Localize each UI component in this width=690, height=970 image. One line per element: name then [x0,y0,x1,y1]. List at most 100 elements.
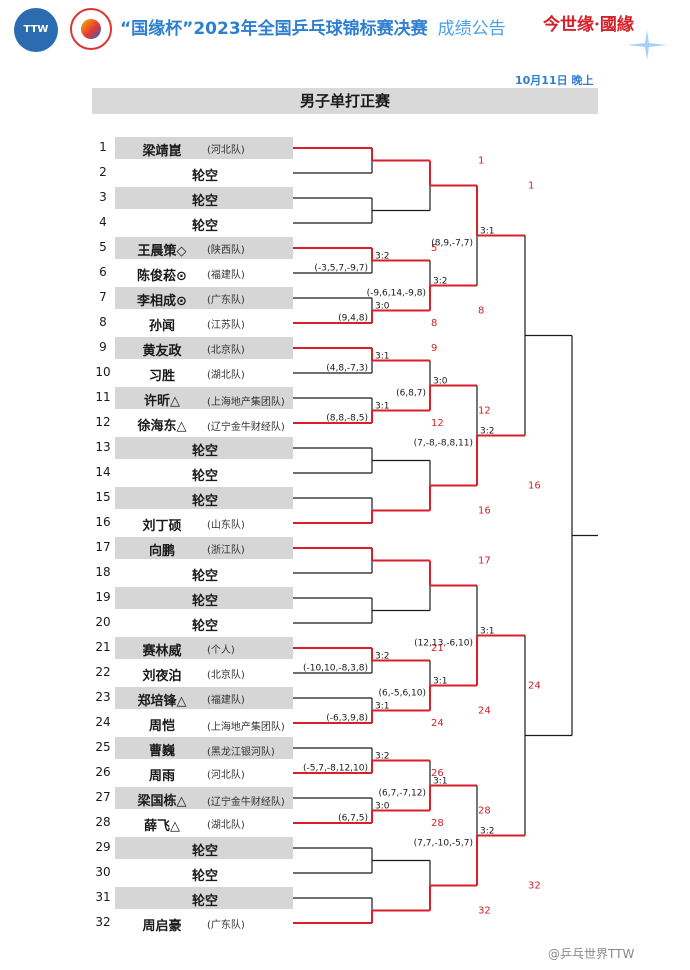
seed-number: 4 [99,215,107,229]
player-row: 周雨(河北队) [115,762,293,784]
match-score: 3:1 [375,702,389,712]
player-name: 梁靖崑 [142,144,182,159]
player-team: (浙江队) [207,545,245,556]
player-row: 周启豪(广东队) [115,912,293,934]
winner-seed: 16 [478,506,491,517]
seed-number: 16 [95,515,111,529]
player-team: (上海地产集团队) [207,722,285,733]
player-name: 习胜 [148,369,175,384]
winner-seed: 16 [528,481,541,492]
player-name: 向鹏 [148,544,175,559]
player-row: 轮空 [115,487,293,509]
player-row: 轮空 [115,587,293,609]
game-scores: (6,7,5) [338,814,368,824]
ttw-logo: TTW [14,8,58,52]
match-score: 3:2 [375,652,389,662]
player-row: 轮空 [115,612,293,634]
seed-number: 20 [95,615,111,629]
winner-seed: 12 [478,406,491,417]
player-team: (湖北队) [207,370,245,381]
seed-number: 22 [95,665,111,679]
game-scores: (-6,3,9,8) [326,714,368,724]
player-row: 习胜 (湖北队) [115,362,293,384]
bye-label: 轮空 [191,869,218,884]
player-name: 孙闻 [148,319,175,334]
player-row: 徐海东△(辽宁金牛财经队) [115,412,293,434]
player-name: 周恺 [148,719,175,734]
player-team: (个人) [207,645,235,656]
header: TTW “国缘杯”2023年全国乒乓球锦标赛决赛成绩公告 今世缘·國緣 [0,0,690,60]
game-scores: (-10,10,-8,3,8) [303,664,368,674]
match-score: 3:2 [480,427,494,437]
match-score: 3:2 [375,252,389,262]
player-row: 曹巍(黑龙江银河队) [115,737,293,759]
player-name: 赛林威 [142,644,182,659]
winner-seed: 9 [431,343,437,354]
match-score: 3:2 [480,827,494,837]
sparkle-icon [627,30,667,60]
player-row: 许昕△(上海地产集团队) [115,387,293,409]
player-row: 轮空 [115,562,293,584]
seed-number: 24 [95,715,111,729]
seed-number: 7 [99,290,107,304]
game-scores: (8,9,-7,7) [431,239,473,249]
player-name: 许昕△ [144,394,180,409]
player-team: (湖北队) [207,820,245,831]
player-name: 刘夜泊 [142,669,182,684]
player-row: 轮空 [115,887,293,909]
player-name: 李相成⊙ [137,294,187,309]
bye-label: 轮空 [191,194,218,209]
page-title: “国缘杯”2023年全国乒乓球锦标赛决赛成绩公告 [120,14,506,39]
player-row: 薛飞△(湖北队) [115,812,293,834]
match-score: 3:0 [433,377,448,387]
player-row: 轮空 [115,187,293,209]
event-banner: 男子单打正赛 [92,88,598,114]
seed-number: 8 [99,315,107,329]
player-row: 轮空 [115,462,293,484]
sponsor-brand: 今世缘·國緣 [543,15,634,35]
winner-seed: 21 [431,643,444,654]
seed-number: 6 [99,265,107,279]
winner-seed: 26 [431,768,444,779]
match-score: 3:1 [375,402,389,412]
player-team: (黑龙江银河队) [207,747,275,758]
player-team: (福建队) [207,695,245,706]
match-score: 3:2 [375,752,389,762]
match-score: 3:1 [433,777,447,787]
player-team: (辽宁金牛财经队) [207,422,285,433]
winner-seed: 24 [478,706,491,717]
seed-number: 14 [95,465,111,479]
title-subtitle: 成绩公告 [437,19,506,39]
seed-number: 32 [95,915,111,929]
player-name: 周启豪 [142,919,182,934]
player-row: 李相成⊙(广东队) [115,287,293,309]
player-row: 刘夜泊 (北京队) [115,662,293,684]
player-name: 郑培锋△ [137,694,187,709]
player-team: (北京队) [207,670,245,681]
seed-number: 26 [95,765,111,779]
game-scores: (-3,5,7,-9,7) [314,264,368,274]
player-name: 陈俊菘⊙ [137,269,187,284]
match-score: 3:0 [375,802,390,812]
seed-number: 30 [95,865,111,879]
player-row: 向鹏 (浙江队) [115,537,293,559]
bye-label: 轮空 [191,494,218,509]
match-score: 3:1 [480,227,494,237]
winner-seed: 24 [528,681,541,692]
player-row: 轮空 [115,837,293,859]
seed-number: 21 [95,640,111,654]
seed-number: 2 [99,165,107,179]
game-scores: (6,7,-7,12) [379,789,426,799]
seed-number: 29 [95,840,111,854]
game-scores: (-5,7,-8,12,10) [303,764,368,774]
player-row: 王晨策◇(陕西队) [115,237,293,259]
seed-number: 19 [95,590,111,604]
player-team: (江苏队) [207,320,245,331]
winner-seed: 28 [478,806,491,817]
game-scores: (4,8,-7,3) [326,364,368,374]
seed-number: 3 [99,190,107,204]
player-team: (河北队) [207,145,245,156]
game-scores: (7,7,-10,-5,7) [414,839,473,849]
bye-label: 轮空 [191,569,218,584]
player-team: (河北队) [207,770,245,781]
